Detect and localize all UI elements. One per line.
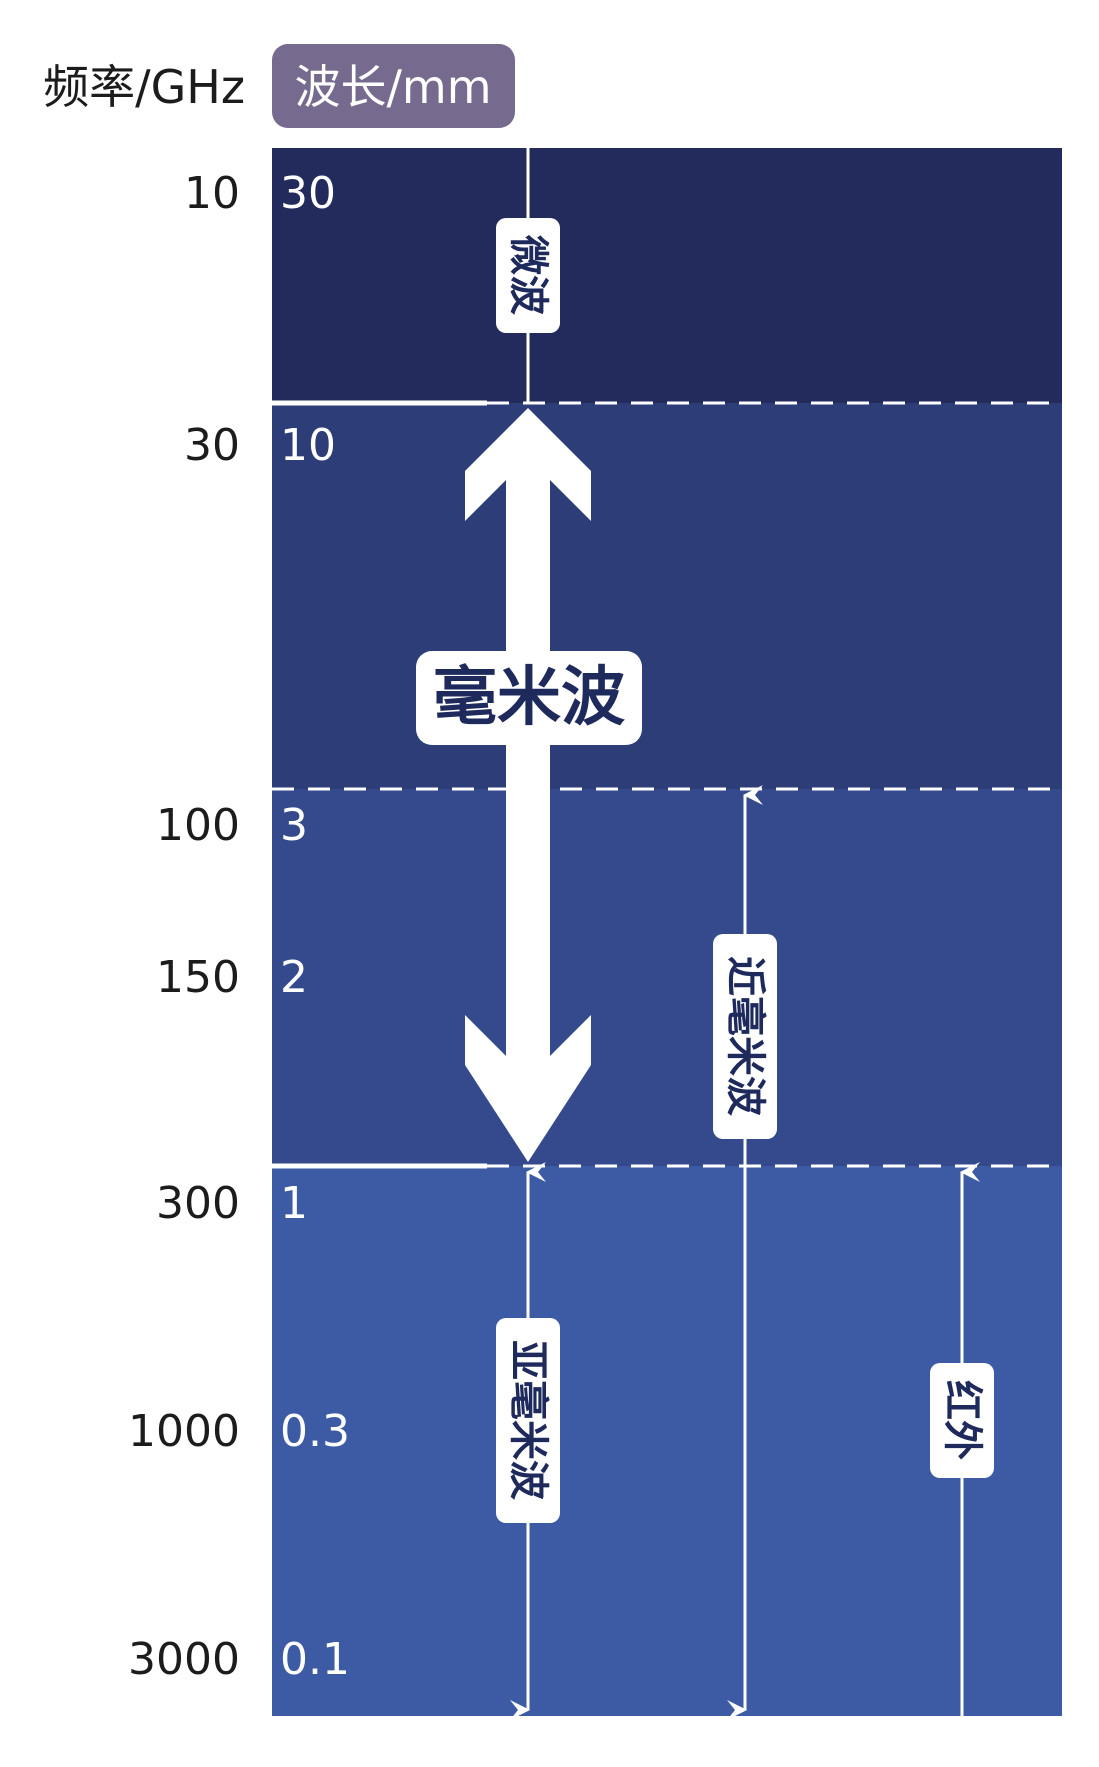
frequency-tick: 30 <box>184 420 240 471</box>
frequency-tick: 100 <box>156 800 240 851</box>
band-millimeter-upper <box>272 403 1062 789</box>
wavelength-tick: 2 <box>280 952 308 1003</box>
wavelength-tick: 10 <box>280 420 336 471</box>
microwave-label-box <box>496 218 560 333</box>
wavelength-tick: 30 <box>280 168 336 219</box>
wavelength-axis-title: 波长/mm <box>294 60 491 114</box>
near-millimeter-label-box <box>713 934 777 1139</box>
frequency-axis-title: 频率/GHz <box>43 60 245 114</box>
band-millimeter-lower <box>272 789 1062 1166</box>
submillimeter-label-box <box>496 1318 560 1523</box>
frequency-tick: 10 <box>184 168 240 219</box>
wavelength-tick: 0.3 <box>280 1406 350 1457</box>
infrared-label-box <box>930 1363 994 1478</box>
near-millimeter-label: 近毫米波 <box>722 956 768 1116</box>
frequency-tick: 150 <box>156 952 240 1003</box>
frequency-tick: 1000 <box>128 1406 240 1457</box>
frequency-tick: 3000 <box>128 1634 240 1685</box>
millimeter-wave-label-box <box>416 651 642 745</box>
tick-labels: 10 30 30 10 100 3 150 2 300 1 1000 0.3 3… <box>128 168 350 1685</box>
microwave-label: 微波 <box>505 234 551 315</box>
frequency-tick: 300 <box>156 1178 240 1229</box>
submillimeter-label: 亚毫米波 <box>505 1340 551 1500</box>
wavelength-tick: 0.1 <box>280 1634 350 1685</box>
millimeter-wave-arrow <box>465 408 591 1162</box>
millimeter-wave-label: 毫米波 <box>433 661 625 735</box>
infrared-label: 红外 <box>939 1380 985 1460</box>
wavelength-tick: 3 <box>280 800 308 851</box>
wavelength-axis-title-badge <box>272 44 515 128</box>
band-microwave <box>272 148 1062 403</box>
wavelength-tick: 1 <box>280 1178 308 1229</box>
